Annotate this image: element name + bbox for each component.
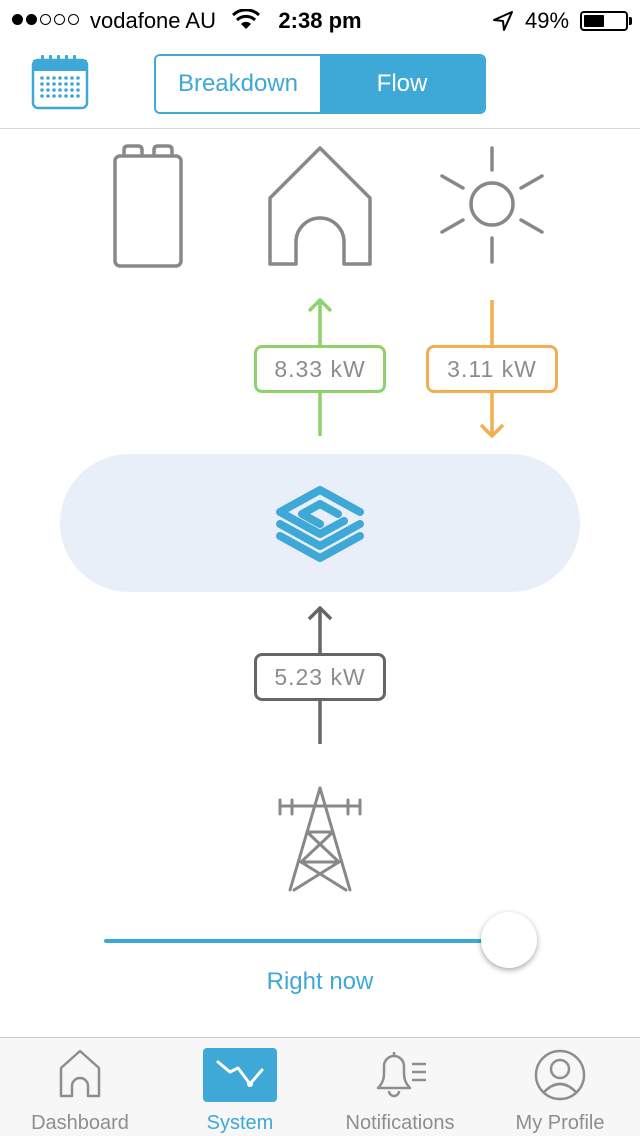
layers-logo-icon [276,486,364,562]
home-icon [268,146,372,266]
tab-my-profile[interactable]: My Profile [480,1038,640,1136]
tab-dashboard-label: Dashboard [31,1112,129,1134]
tab-dashboard[interactable]: Dashboard [0,1038,160,1136]
view-segmented-control: Breakdown Flow [154,54,486,114]
battery-percent: 49% [525,8,570,33]
tab-active-highlight [203,1048,277,1102]
carrier-name: vodafone AU [90,8,216,33]
battery-tip [629,17,632,25]
user-icon [534,1049,586,1101]
wifi-icon [232,9,260,29]
signal-strength-icon [12,14,79,25]
tab-bar: Dashboard System Notifications My Profil… [0,1037,640,1136]
time-slider-track[interactable] [104,939,504,943]
home-icon [59,1049,101,1098]
clock: 2:38 pm [278,8,362,33]
segment-flow[interactable]: Flow [320,56,484,112]
time-slider-thumb[interactable] [481,912,537,968]
location-arrow-icon [493,11,513,31]
nav-bar: Breakdown Flow [0,40,640,129]
status-bar: vodafone AU 2:38 pm 49% [0,0,640,40]
bell-icon [376,1052,426,1098]
tab-my-profile-label: My Profile [515,1112,605,1134]
calendar-button[interactable] [30,52,90,112]
energy-hub [60,454,580,592]
chart-icon [216,1060,264,1087]
segment-breakdown[interactable]: Breakdown [156,56,320,112]
slider-time-label: Right now [266,968,374,995]
grid-power-value: 5.23 kW [254,653,386,701]
home-power-value: 8.33 kW [254,345,386,393]
tab-system-label: System [206,1112,274,1134]
sun-icon [440,146,544,264]
solar-power-value: 3.11 kW [426,345,558,393]
tab-notifications-label: Notifications [345,1112,455,1134]
tab-notifications[interactable]: Notifications [320,1038,480,1136]
calendar-icon [31,55,89,110]
power-tower-icon [278,786,362,892]
battery-indicator-icon [580,11,628,31]
tab-system[interactable]: System [160,1038,320,1136]
battery-icon [113,144,183,268]
